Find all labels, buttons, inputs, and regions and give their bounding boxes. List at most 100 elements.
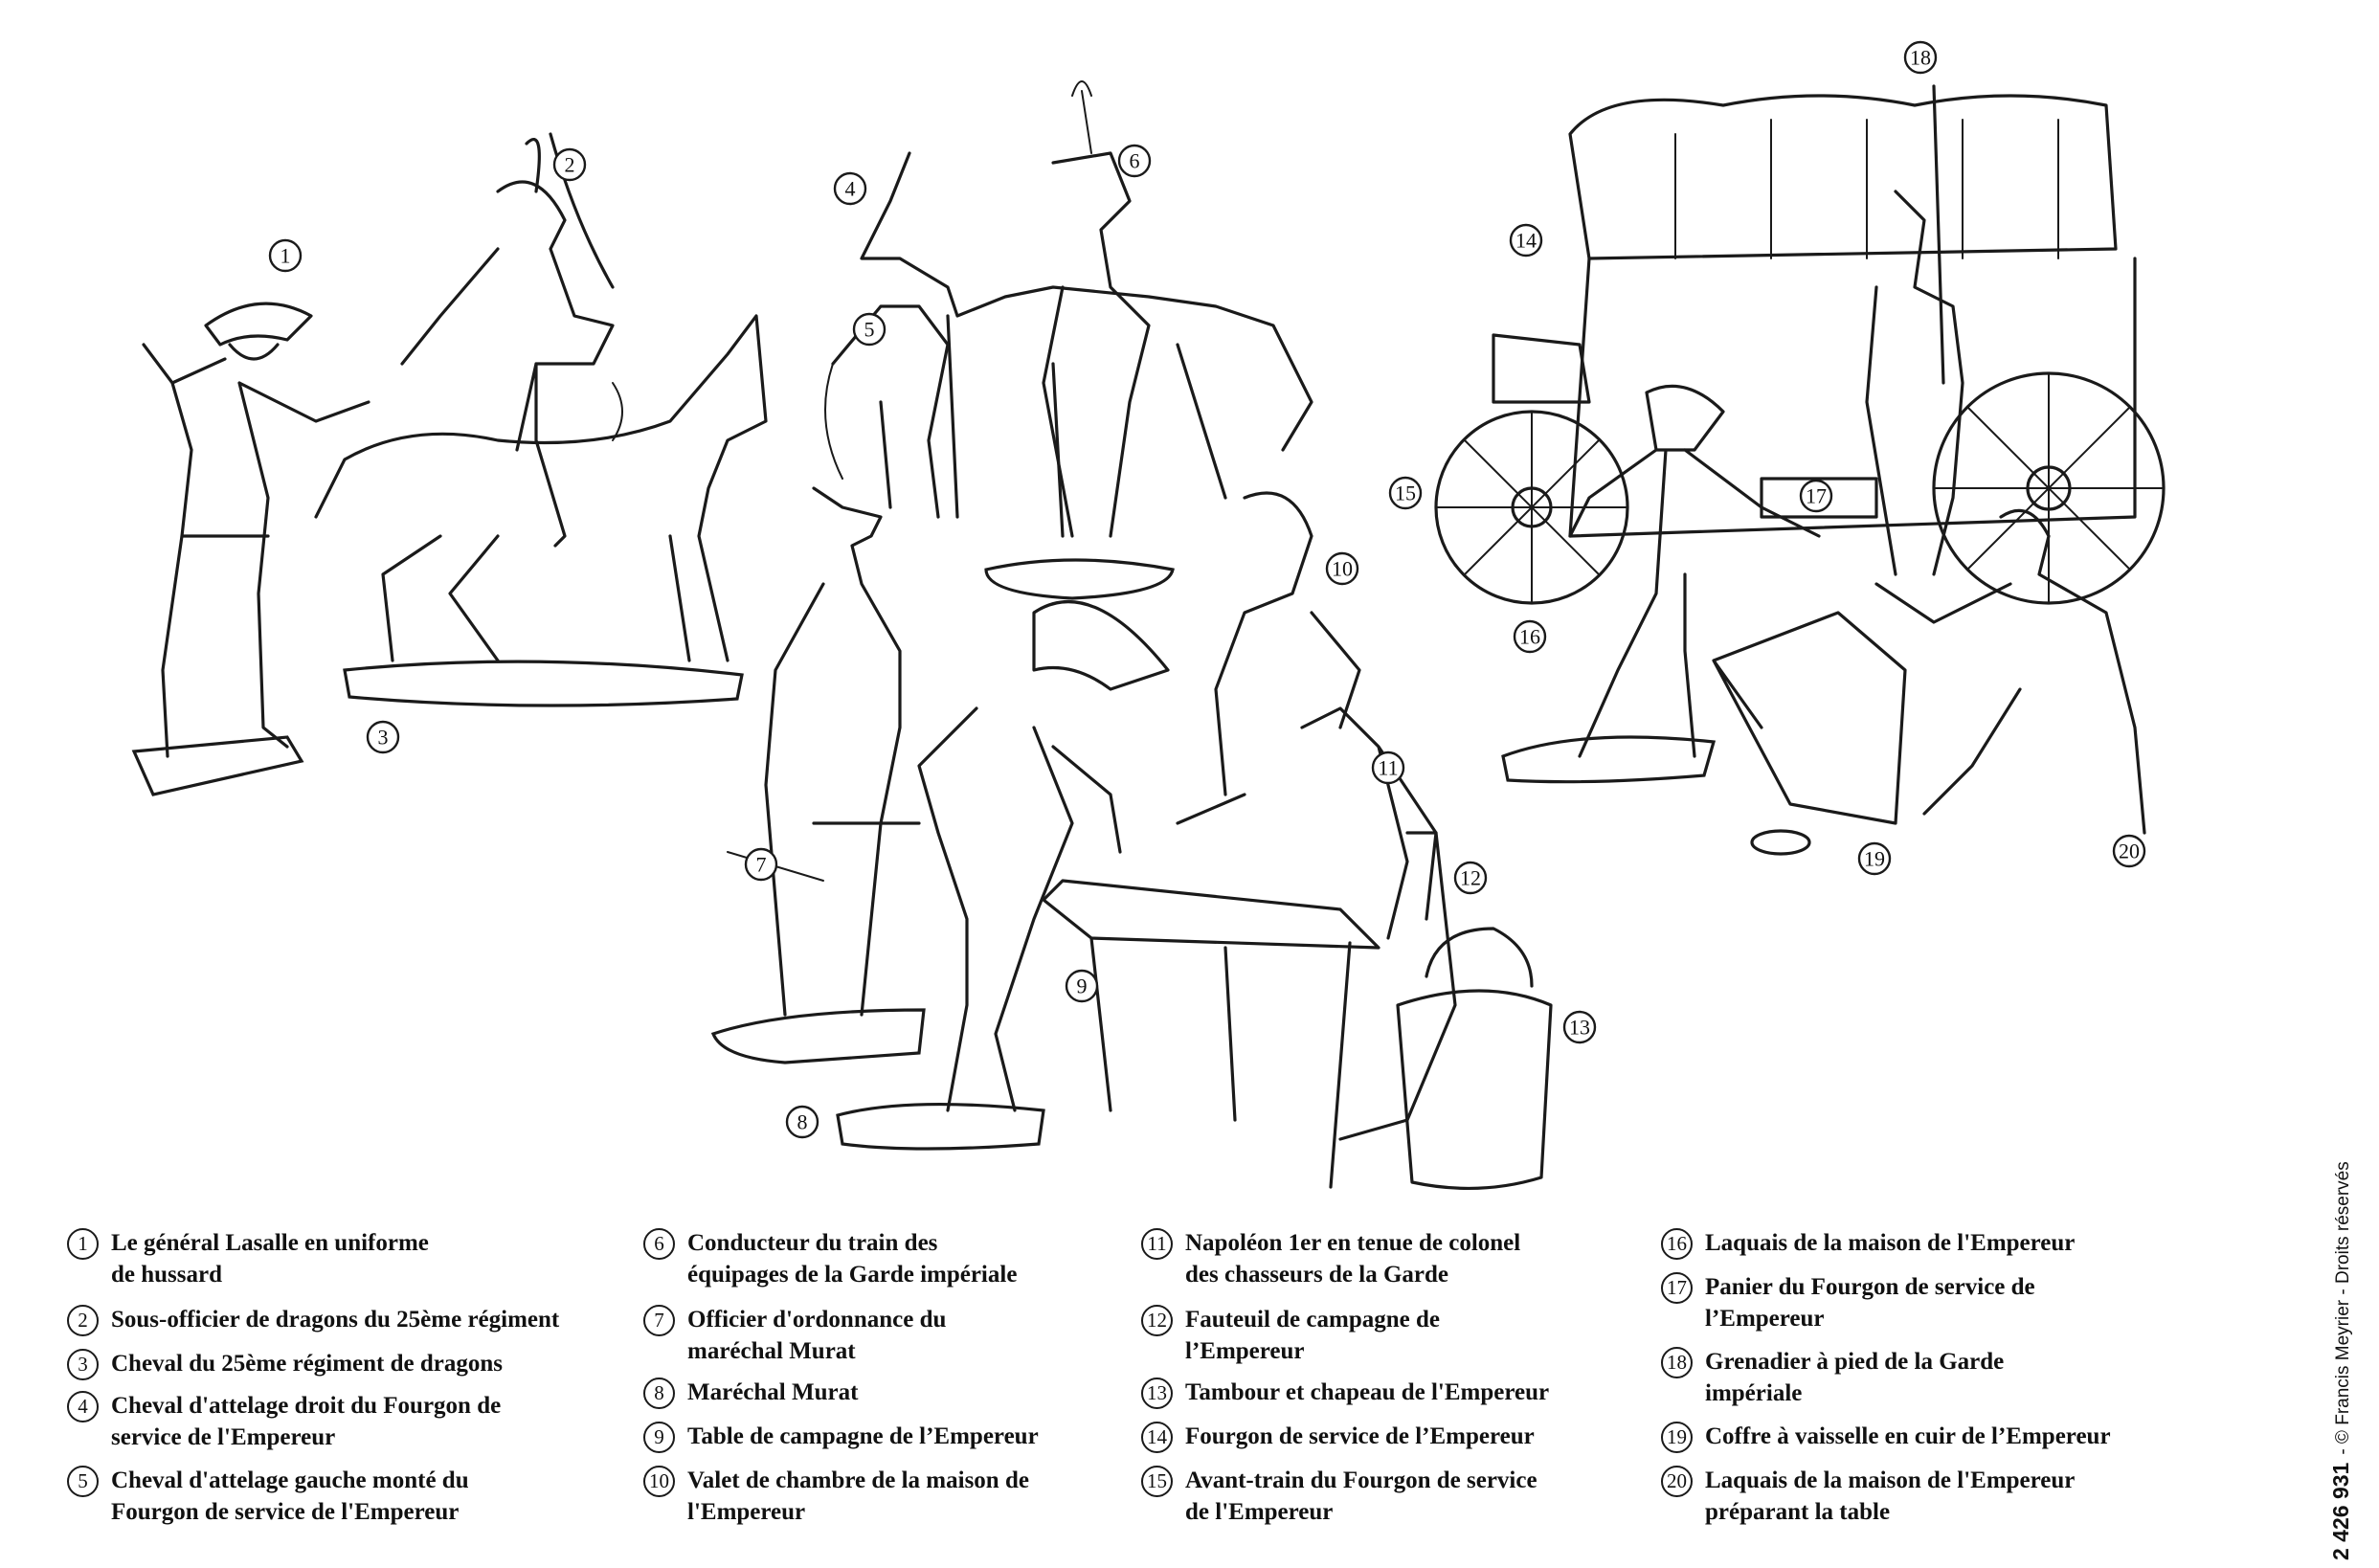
- svg-text:12: 12: [1460, 866, 1481, 890]
- legend-item-16: 16 Laquais de la maison de l'Empereur: [1661, 1227, 2075, 1260]
- figure-officer: [710, 363, 926, 1064]
- rights-notice: - © Francis Meyrier - Droits réservés: [2333, 1161, 2353, 1455]
- marker-10: 10: [1325, 551, 1359, 586]
- svg-text:1: 1: [281, 244, 291, 268]
- svg-text:8: 8: [797, 1110, 808, 1134]
- legend-item-3: 3 Cheval du 25ème régiment de dragons: [67, 1348, 503, 1380]
- marker-13: 13: [1562, 1010, 1597, 1044]
- svg-text:2: 2: [565, 153, 575, 177]
- legend-number: 6: [643, 1228, 675, 1260]
- legend-number: 8: [643, 1378, 675, 1409]
- figure-wagon: [1434, 94, 2166, 605]
- legend-item-19: 19 Coffre à vaisselle en cuir de l’Emper…: [1661, 1421, 2111, 1453]
- legend-label: Table de campagne de l’Empereur: [687, 1423, 1039, 1449]
- svg-text:5: 5: [864, 318, 875, 342]
- figure-draught-horses: [831, 80, 1313, 600]
- legend-number: 10: [643, 1466, 675, 1497]
- svg-text:17: 17: [1806, 484, 1827, 508]
- svg-text:16: 16: [1519, 625, 1540, 649]
- legend-number: 9: [643, 1422, 675, 1453]
- svg-text:6: 6: [1130, 149, 1140, 173]
- marker-9: 9: [1065, 969, 1099, 1003]
- legend-label: Maréchal Murat: [687, 1379, 859, 1405]
- catalog-number: 2 426 931: [2328, 1462, 2353, 1560]
- svg-text:18: 18: [1910, 46, 1931, 70]
- legend-label: Fourgon de service de l’Empereur: [1185, 1423, 1535, 1449]
- copyright-credit: 2 426 931 - © Francis Meyrier - Droits ré…: [2328, 1161, 2354, 1560]
- legend-number: 11: [1141, 1228, 1173, 1260]
- legend-number: 7: [643, 1305, 675, 1336]
- svg-text:10: 10: [1332, 557, 1353, 581]
- legend-item-2: 2 Sous-officier de dragons du 25ème régi…: [67, 1304, 559, 1336]
- marker-12: 12: [1453, 861, 1488, 895]
- marker-7: 7: [744, 847, 778, 882]
- marker-2: 2: [552, 147, 587, 182]
- marker-6: 6: [1117, 144, 1152, 178]
- marker-4: 4: [833, 171, 867, 206]
- legend-number: 16: [1661, 1228, 1693, 1260]
- svg-text:15: 15: [1395, 482, 1416, 505]
- svg-text:11: 11: [1378, 756, 1398, 780]
- marker-5: 5: [852, 312, 887, 347]
- legend-number: 1: [67, 1228, 99, 1260]
- legend-item-13: 13 Tambour et chapeau de l'Empereur: [1141, 1377, 1549, 1409]
- legend-item-8: 8 Maréchal Murat: [643, 1377, 858, 1409]
- svg-text:9: 9: [1077, 974, 1088, 998]
- legend-number: 12: [1141, 1305, 1173, 1336]
- svg-text:3: 3: [378, 726, 389, 750]
- figure-lasalle: [131, 302, 370, 796]
- marker-8: 8: [785, 1105, 819, 1139]
- legend-number: 5: [67, 1466, 99, 1497]
- legend-number: 4: [67, 1391, 99, 1422]
- legend-number: 20: [1661, 1466, 1693, 1497]
- legend-number: 18: [1661, 1347, 1693, 1378]
- svg-text:14: 14: [1515, 229, 1537, 253]
- svg-text:7: 7: [756, 853, 767, 877]
- legend-label: Laquais de la maison de l'Empereur: [1705, 1230, 2076, 1256]
- legend-number: 14: [1141, 1422, 1173, 1453]
- marker-20: 20: [2112, 834, 2146, 868]
- marker-18: 18: [1903, 40, 1938, 75]
- legend-number: 2: [67, 1305, 99, 1336]
- legend-number: 13: [1141, 1378, 1173, 1409]
- legend-label: Tambour et chapeau de l'Empereur: [1185, 1379, 1550, 1405]
- legend-number: 3: [67, 1349, 99, 1380]
- marker-3: 3: [366, 720, 400, 754]
- legend-label: Sous-officier de dragons du 25ème régime…: [111, 1307, 560, 1333]
- figure-table-scene: [836, 491, 1553, 1191]
- legend-number: 19: [1661, 1422, 1693, 1453]
- figure-dragoon-and-horse: [314, 132, 768, 707]
- svg-text:20: 20: [2119, 840, 2140, 863]
- figurines-illustration: 1 2 3 4 5 6 7 8 9 10 11 12 13 14 15 16 1…: [131, 40, 2166, 1191]
- svg-text:4: 4: [845, 177, 856, 201]
- marker-1: 1: [268, 238, 303, 273]
- marker-17: 17: [1799, 479, 1833, 513]
- legend-label: Cheval du 25ème régiment de dragons: [111, 1351, 503, 1377]
- marker-16: 16: [1513, 619, 1547, 654]
- svg-text:13: 13: [1569, 1016, 1590, 1040]
- marker-14: 14: [1509, 223, 1543, 258]
- legend-item-14: 14 Fourgon de service de l’Empereur: [1141, 1421, 1535, 1453]
- legend-label: Coffre à vaisselle en cuir de l’Empereur: [1705, 1423, 2111, 1449]
